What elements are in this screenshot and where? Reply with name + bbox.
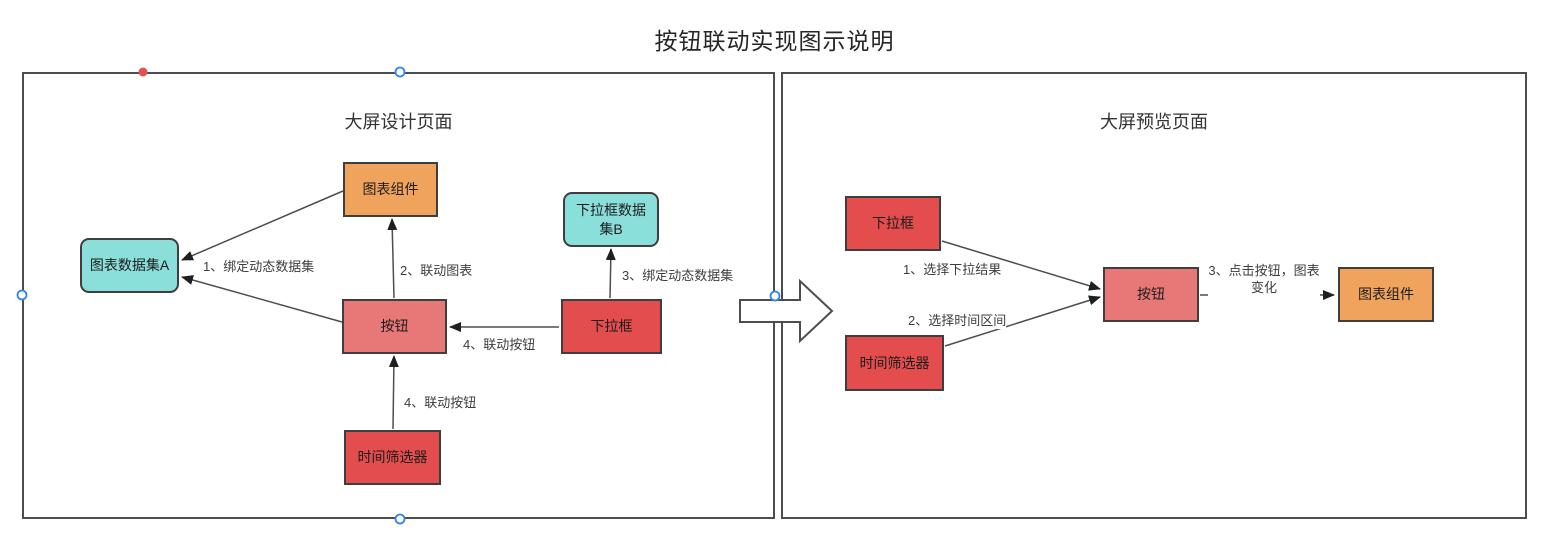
design-node-chart-dataset-a[interactable]: 图表数据集A xyxy=(80,238,179,293)
design-node-dropdown-dataset-b[interactable]: 下拉框数据集B xyxy=(563,192,659,247)
edge-label-click-button-3: 3、点击按钮，图表变化 xyxy=(1208,262,1320,296)
design-node-dropdown[interactable]: 下拉框 xyxy=(561,299,662,354)
design-node-chart-component[interactable]: 图表组件 xyxy=(343,162,438,217)
edge-label-select-dropdown-1: 1、选择下拉结果 xyxy=(903,261,1002,278)
diagram-title: 按钮联动实现图示说明 xyxy=(654,28,895,54)
edge-label-link-button-4a: 4、联动按钮 xyxy=(463,336,536,353)
preview-node-chart-component[interactable]: 图表组件 xyxy=(1338,267,1434,322)
preview-node-dropdown[interactable]: 下拉框 xyxy=(845,196,941,251)
design-panel-title: 大屏设计页面 xyxy=(344,112,453,132)
design-node-button[interactable]: 按钮 xyxy=(342,299,447,354)
edge-label-select-time-2: 2、选择时间区间 xyxy=(908,312,1007,329)
edge-label-bind-dataset-3: 3、绑定动态数据集 xyxy=(622,267,734,284)
edge-label-link-chart-2: 2、联动图表 xyxy=(400,262,473,279)
design-node-time-filter[interactable]: 时间筛选器 xyxy=(344,430,441,485)
preview-panel-title: 大屏预览页面 xyxy=(1100,112,1208,132)
edge-label-link-button-4b: 4、联动按钮 xyxy=(404,394,477,411)
preview-node-button[interactable]: 按钮 xyxy=(1103,267,1199,322)
preview-node-time-filter[interactable]: 时间筛选器 xyxy=(845,335,944,391)
edge-label-bind-dataset-1: 1、绑定动态数据集 xyxy=(203,258,315,275)
